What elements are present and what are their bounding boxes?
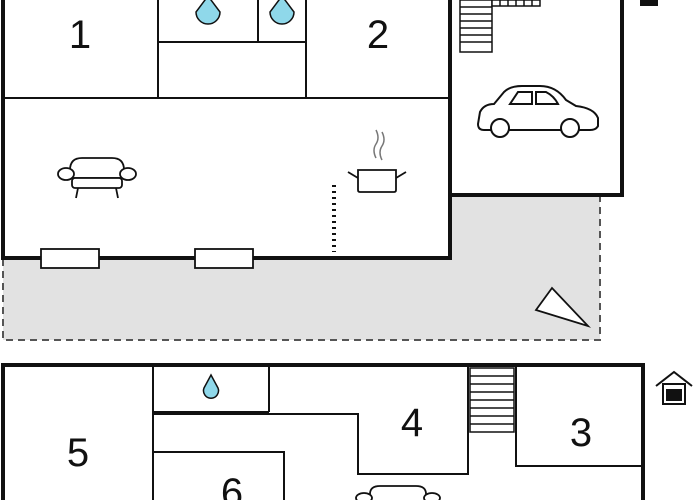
sofa-icon bbox=[355, 485, 441, 500]
room-number-1: 1 bbox=[69, 13, 91, 57]
window bbox=[194, 248, 254, 269]
stairs-icon bbox=[459, 0, 541, 53]
room-number-6: 6 bbox=[221, 471, 243, 500]
room-number-3: 3 bbox=[570, 411, 592, 455]
room-number-5: 5 bbox=[67, 431, 89, 475]
water-drop-icon bbox=[202, 373, 220, 399]
water-drop-icon bbox=[195, 0, 221, 25]
wall-room3 bbox=[515, 365, 643, 467]
room-number-4: 4 bbox=[401, 401, 423, 445]
wall-room6 bbox=[153, 451, 285, 500]
north-arrow-icon bbox=[640, 0, 658, 6]
window bbox=[40, 248, 100, 269]
upper-floor-outer-wall bbox=[1, 363, 645, 500]
sofa-icon bbox=[57, 157, 137, 199]
water-drop-icon bbox=[269, 0, 295, 25]
car-icon bbox=[476, 85, 599, 138]
wall-corridor bbox=[153, 365, 469, 475]
house-icon bbox=[655, 370, 693, 405]
stairs-icon bbox=[469, 367, 515, 433]
cooking-pot-icon bbox=[347, 129, 407, 193]
room-number-2: 2 bbox=[367, 13, 389, 57]
north-arrow-icon bbox=[534, 286, 592, 328]
